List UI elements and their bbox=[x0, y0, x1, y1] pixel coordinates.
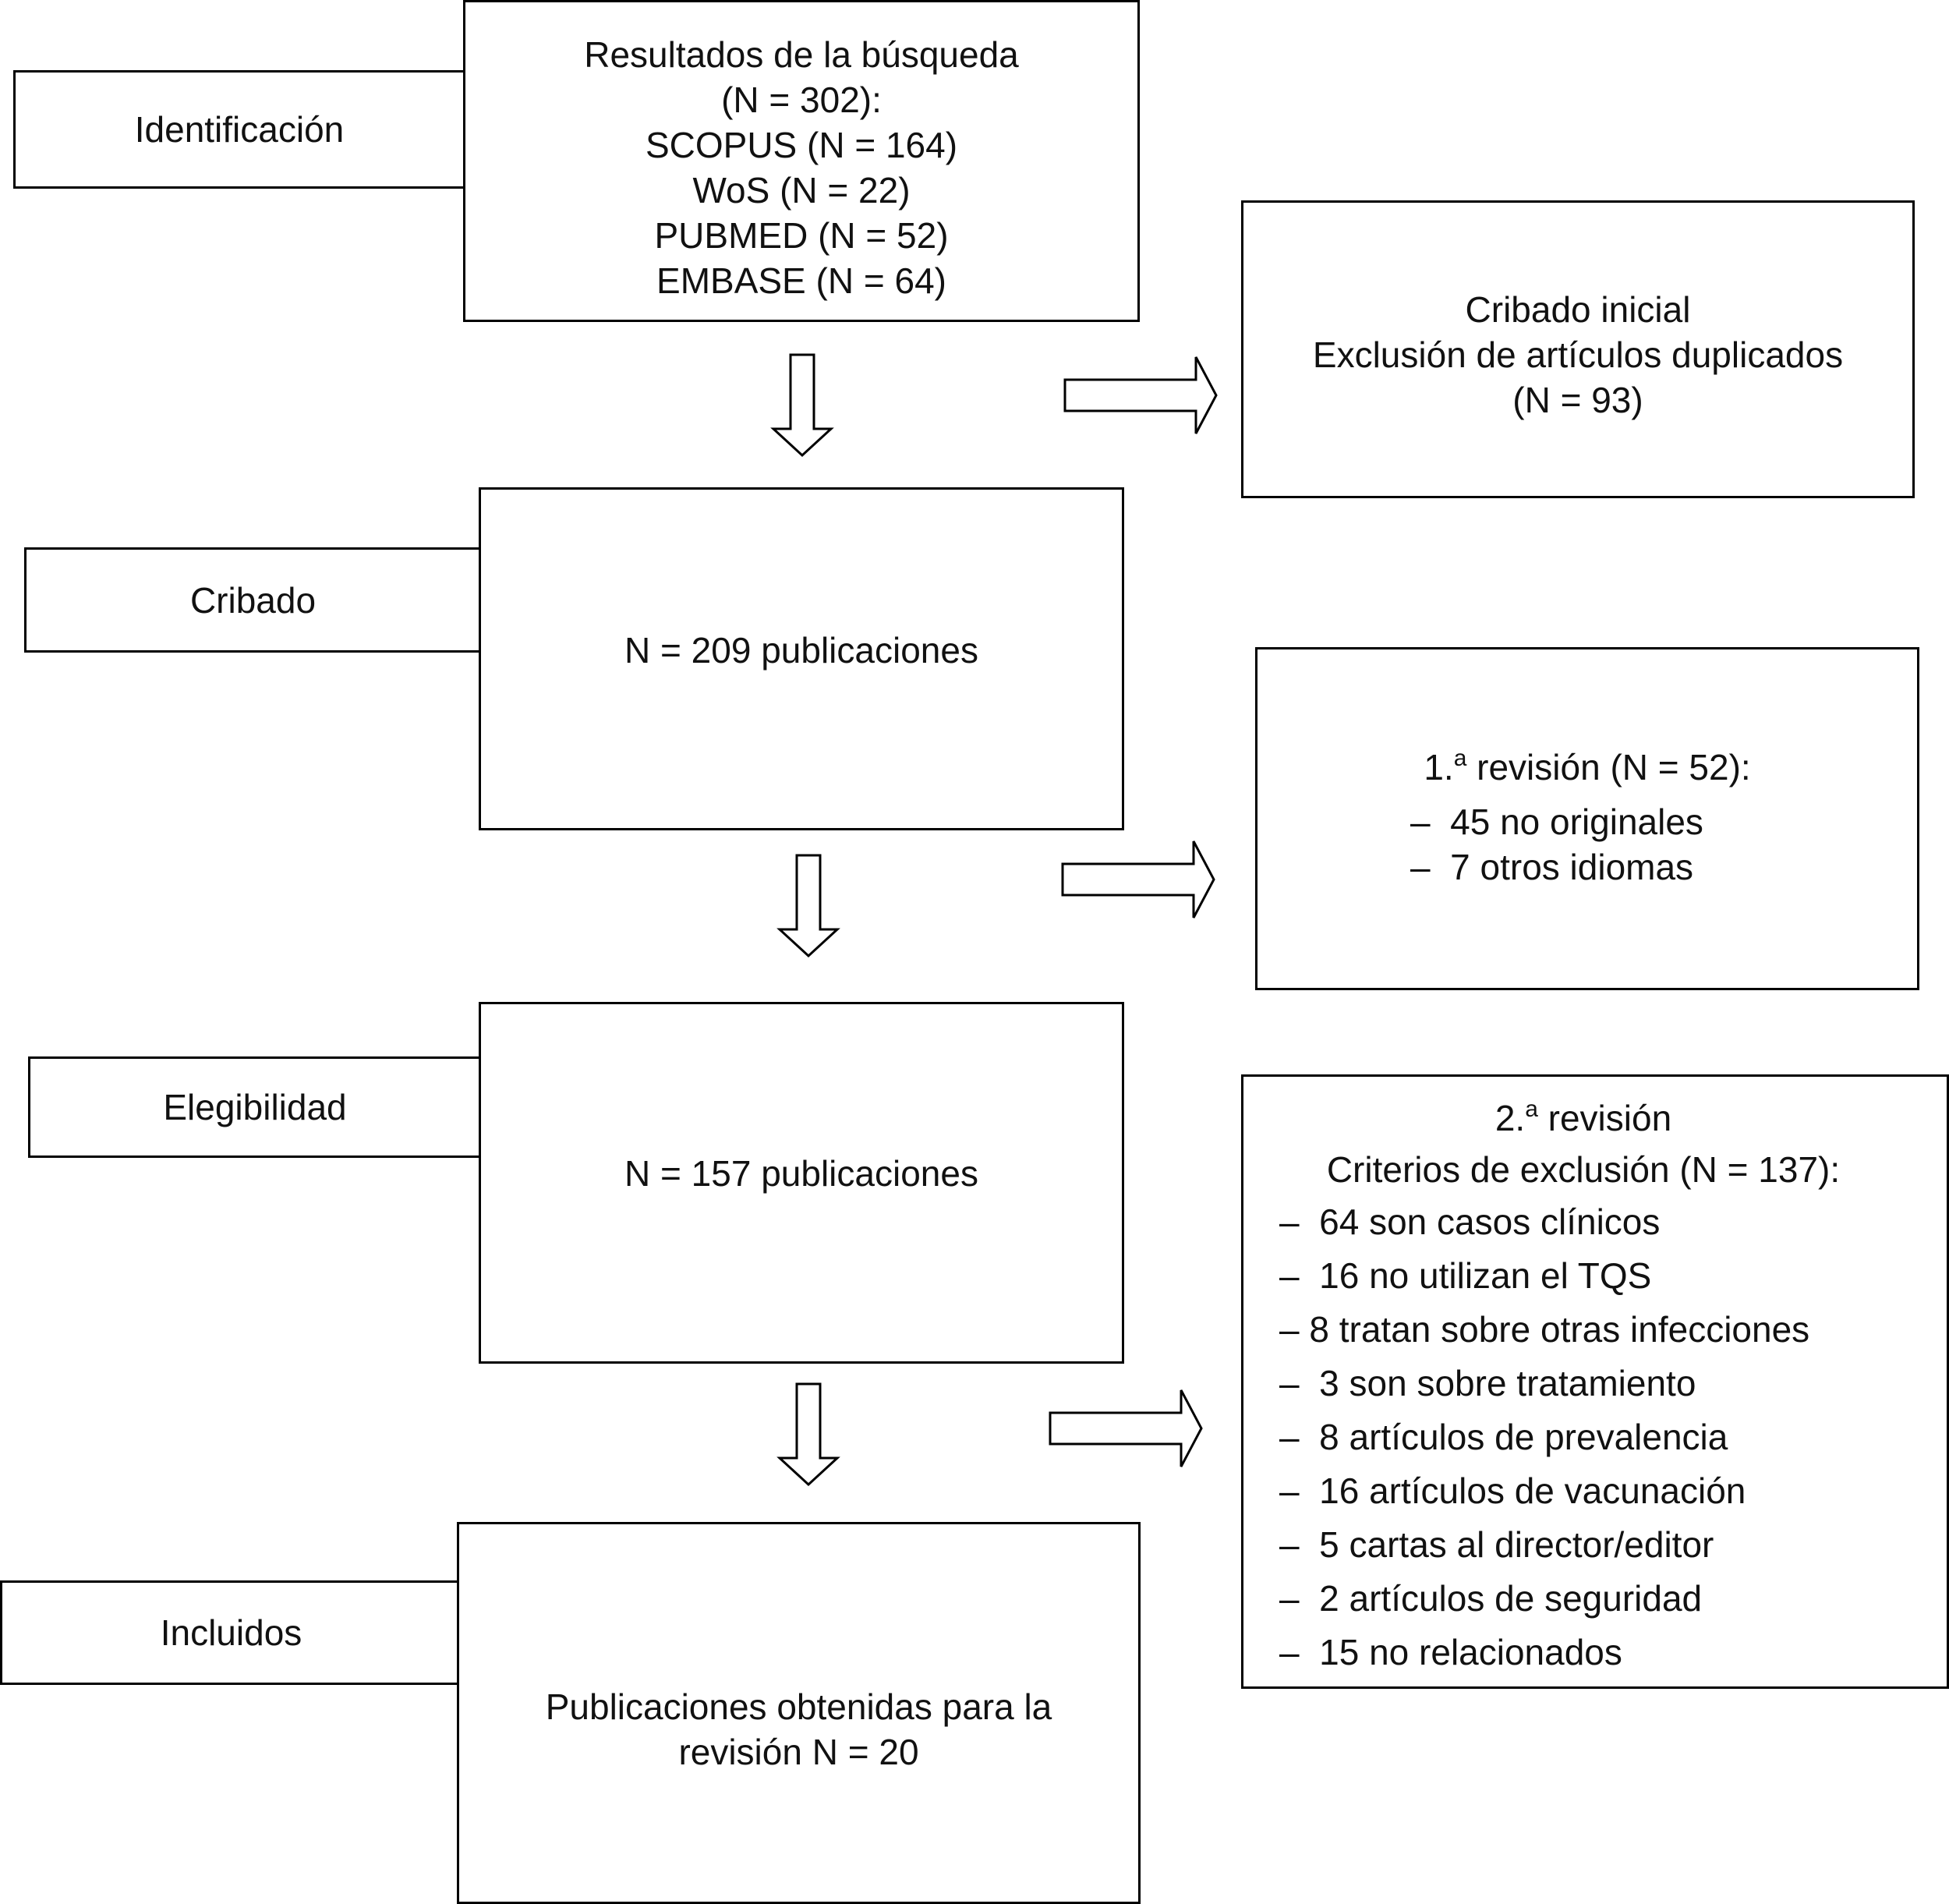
list-item: – 16 artículos de vacunación bbox=[1279, 1470, 1746, 1511]
list-item: – 3 son sobre tratamiento bbox=[1279, 1363, 1696, 1403]
list-item: – 16 no utilizan el TQS bbox=[1279, 1255, 1652, 1296]
right-arrow-icon bbox=[1063, 356, 1218, 434]
first-review-title-prefix: 1. bbox=[1424, 747, 1454, 787]
initial-screening-line: Cribado inicial bbox=[1465, 289, 1691, 330]
stage-screening: Cribado bbox=[24, 547, 482, 653]
search-results-text: Resultados de la búsqueda (N = 302): SCO… bbox=[465, 32, 1137, 303]
list-item: – 2 artículos de seguridad bbox=[1279, 1578, 1703, 1619]
screened-box: N = 209 publicaciones bbox=[479, 487, 1124, 830]
second-review-title-prefix: 2. bbox=[1494, 1098, 1526, 1138]
eligible-box: N = 157 publicaciones bbox=[479, 1002, 1124, 1364]
final-box: Publicaciones obtenidas para la revisión… bbox=[457, 1522, 1141, 1904]
first-review-title: 1.a revisión (N = 52): bbox=[1257, 745, 1917, 790]
first-review-title-sup: a bbox=[1453, 745, 1467, 771]
search-results-line: PUBMED (N = 52) bbox=[654, 215, 949, 256]
final-line: revisión N = 20 bbox=[678, 1732, 919, 1772]
stage-included: Incluidos bbox=[0, 1580, 462, 1685]
list-item: – 15 no relacionados bbox=[1279, 1632, 1622, 1672]
search-results-line: EMBASE (N = 64) bbox=[656, 260, 946, 301]
down-arrow-icon bbox=[776, 1382, 840, 1487]
second-review-title-sup: a bbox=[1525, 1096, 1538, 1122]
down-arrow-icon bbox=[770, 353, 834, 458]
list-item: – 45 no originales bbox=[1410, 802, 1703, 842]
list-item: – 64 son casos clínicos bbox=[1279, 1202, 1661, 1242]
initial-screening-line: (N = 93) bbox=[1512, 380, 1643, 420]
stage-screening-label: Cribado bbox=[189, 579, 317, 621]
second-review-title-suffix: revisión bbox=[1537, 1098, 1672, 1138]
search-results-box: Resultados de la búsqueda (N = 302): SCO… bbox=[463, 0, 1140, 322]
down-arrow-icon bbox=[776, 854, 840, 958]
initial-screening-text: Cribado inicial Exclusión de artículos d… bbox=[1243, 287, 1912, 423]
search-results-line: WoS (N = 22) bbox=[692, 170, 911, 211]
initial-screening-box: Cribado inicial Exclusión de artículos d… bbox=[1241, 200, 1915, 498]
right-arrow-icon bbox=[1061, 841, 1215, 918]
stage-included-label: Incluidos bbox=[160, 1612, 302, 1653]
second-review-box: 2.a revisión Criterios de exclusión (N =… bbox=[1241, 1074, 1949, 1689]
right-arrow-icon bbox=[1049, 1389, 1203, 1467]
first-review-list: – 45 no originales – 7 otros idiomas bbox=[1410, 799, 1703, 890]
search-results-line: (N = 302): bbox=[721, 80, 882, 120]
stage-identification: Identificación bbox=[13, 70, 465, 189]
initial-screening-line: Exclusión de artículos duplicados bbox=[1312, 334, 1844, 375]
stage-identification-label: Identificación bbox=[134, 109, 345, 150]
screened-text: N = 209 publicaciones bbox=[624, 630, 978, 671]
stage-eligibility: Elegibilidad bbox=[28, 1056, 482, 1158]
second-review-list: – 64 son casos clínicos – 16 no utilizan… bbox=[1279, 1195, 1809, 1679]
list-item: – 8 tratan sobre otras infecciones bbox=[1279, 1309, 1810, 1350]
final-text: Publicaciones obtenidas para la revisión… bbox=[459, 1684, 1138, 1775]
final-line: Publicaciones obtenidas para la bbox=[545, 1686, 1052, 1727]
list-item: – 7 otros idiomas bbox=[1410, 847, 1694, 887]
second-review-title: 2.a revisión Criterios de exclusión (N =… bbox=[1220, 1092, 1947, 1195]
search-results-line: SCOPUS (N = 164) bbox=[645, 125, 958, 165]
second-review-subtitle: Criterios de exclusión (N = 137): bbox=[1326, 1149, 1841, 1190]
first-review-box: 1.a revisión (N = 52): – 45 no originale… bbox=[1255, 647, 1919, 990]
second-review-title-line: 2.a revisión bbox=[1220, 1092, 1947, 1144]
stage-eligibility-label: Elegibilidad bbox=[163, 1087, 347, 1127]
list-item: – 5 cartas al director/editor bbox=[1279, 1524, 1714, 1565]
first-review-title-suffix: revisión (N = 52): bbox=[1466, 747, 1751, 787]
list-item: – 8 artículos de prevalencia bbox=[1279, 1417, 1728, 1457]
eligible-text: N = 157 publicaciones bbox=[624, 1153, 978, 1194]
search-results-line: Resultados de la búsqueda bbox=[584, 34, 1019, 75]
